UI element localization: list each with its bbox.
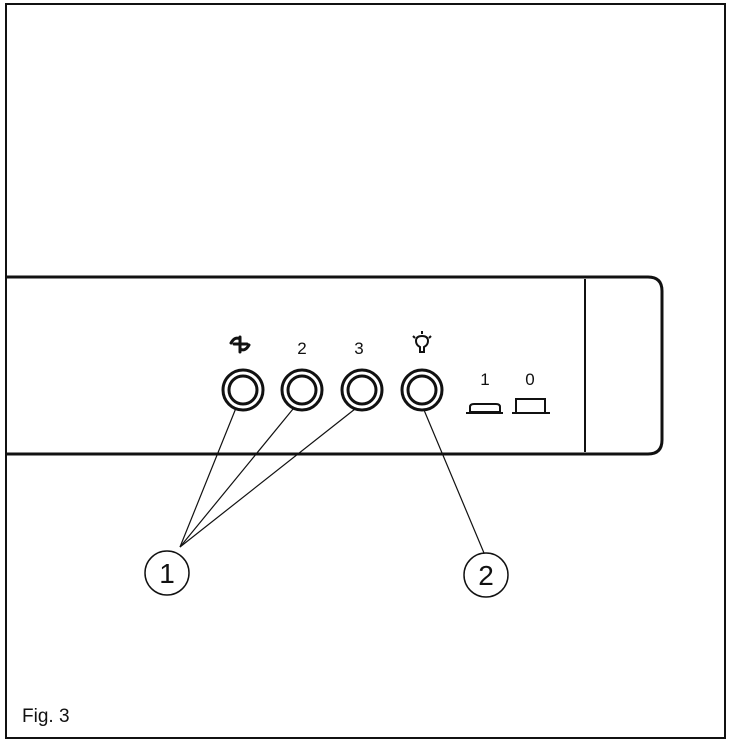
- speed-1-button[interactable]: [221, 368, 265, 412]
- callout-2-leader: [423, 409, 485, 554]
- button-label-speed-3: 3: [354, 339, 363, 358]
- callout-2: 2: [463, 552, 509, 598]
- figure-caption: Fig. 3: [22, 706, 70, 727]
- figure-frame: [5, 3, 726, 739]
- power-switch-off-side[interactable]: [512, 398, 550, 414]
- switch-on-label: 1: [480, 370, 489, 389]
- power-switch-on-side[interactable]: [466, 403, 503, 414]
- callout-1-number: 1: [159, 558, 175, 589]
- button-label-speed-2: 2: [297, 339, 306, 358]
- callout-1: 1: [144, 550, 190, 596]
- callout-2-number: 2: [478, 560, 494, 591]
- speed-3-button[interactable]: [340, 368, 384, 412]
- fan-blade-icon: [229, 335, 251, 354]
- callout-1-leaders: [179, 407, 356, 548]
- light-bulb-icon: [412, 331, 432, 353]
- light-button[interactable]: [400, 368, 444, 412]
- panel-outline: [5, 275, 664, 456]
- switch-off-label: 0: [525, 370, 534, 389]
- speed-2-button[interactable]: [280, 368, 324, 412]
